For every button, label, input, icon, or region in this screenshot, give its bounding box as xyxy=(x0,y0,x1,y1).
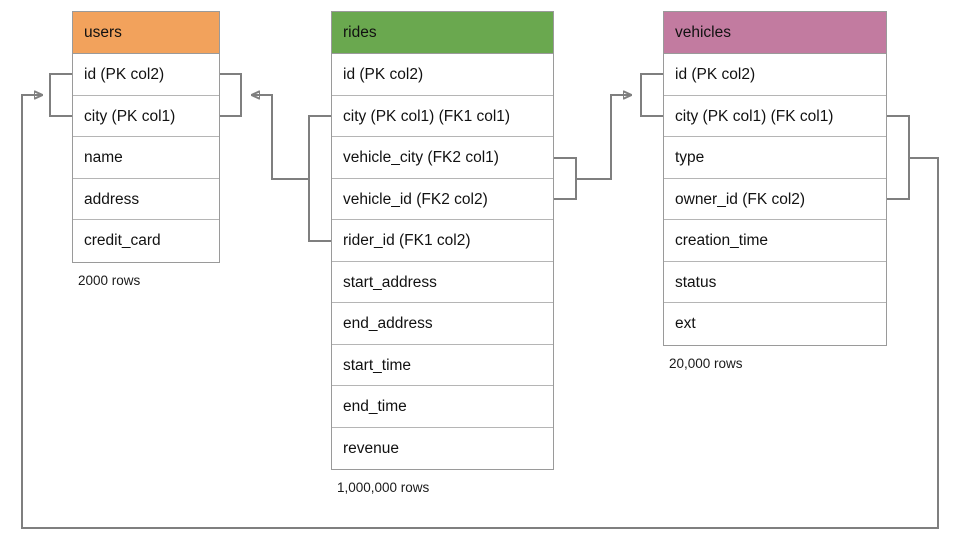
table-users-header: users xyxy=(73,12,219,54)
table-users-column-name: name xyxy=(73,137,219,179)
bracket-vehicles-left xyxy=(640,73,663,117)
table-vehicles-row-count: 20,000 rows xyxy=(669,355,743,371)
link-rides-fk2-to-vehicles xyxy=(576,95,631,180)
table-users-row-count: 2000 rows xyxy=(78,272,141,288)
table-users-column-address: address xyxy=(73,178,219,220)
table-rides-column-id: id (PK col2) xyxy=(332,54,553,96)
bracket-rides-right-fk2 xyxy=(554,157,577,200)
table-vehicles-column-city: city (PK col1) (FK col1) xyxy=(664,95,886,137)
table-vehicles-column-owner-id: owner_id (FK col2) xyxy=(664,178,886,220)
table-rides-column-start-address: start_address xyxy=(332,261,553,303)
table-vehicles-column-type: type xyxy=(664,137,886,179)
link-rides-fk1-to-users xyxy=(252,95,309,180)
table-rides-column-city: city (PK col1) (FK1 col1) xyxy=(332,95,553,137)
table-rides-row-count: 1,000,000 rows xyxy=(337,480,430,495)
table-users-column-credit-card: credit_card xyxy=(73,220,219,262)
table-rides-column-vehicle-city: vehicle_city (FK2 col1) xyxy=(332,137,553,179)
table-vehicles-column-creation-time: creation_time xyxy=(664,220,886,262)
table-vehicles-header: vehicles xyxy=(664,12,886,54)
table-rides-column-end-time: end_time xyxy=(332,386,553,428)
table-vehicles[interactable]: vehicles id (PK col2) city (PK col1) (FK… xyxy=(663,11,887,346)
table-vehicles-column-ext: ext xyxy=(664,303,886,345)
table-rides-column-start-time: start_time xyxy=(332,344,553,386)
table-rides-column-revenue: revenue xyxy=(332,427,553,469)
table-users[interactable]: users id (PK col2) city (PK col1) name a… xyxy=(72,11,220,263)
table-users-column-id: id (PK col2) xyxy=(73,54,219,96)
bracket-users-left xyxy=(49,73,72,117)
table-rides-column-end-address: end_address xyxy=(332,303,553,345)
table-rides-column-vehicle-id: vehicle_id (FK2 col2) xyxy=(332,178,553,220)
table-users-column-city: city (PK col1) xyxy=(73,95,219,137)
table-rides[interactable]: rides id (PK col2) city (PK col1) (FK1 c… xyxy=(331,11,554,470)
table-rides-header: rides xyxy=(332,12,553,54)
table-vehicles-column-id: id (PK col2) xyxy=(664,54,886,96)
bracket-rides-left-fk1 xyxy=(308,115,331,242)
table-rides-column-rider-id: rider_id (FK1 col2) xyxy=(332,220,553,262)
bracket-vehicles-right-fk xyxy=(887,115,910,200)
bracket-users-right xyxy=(220,73,242,117)
table-vehicles-column-status: status xyxy=(664,261,886,303)
